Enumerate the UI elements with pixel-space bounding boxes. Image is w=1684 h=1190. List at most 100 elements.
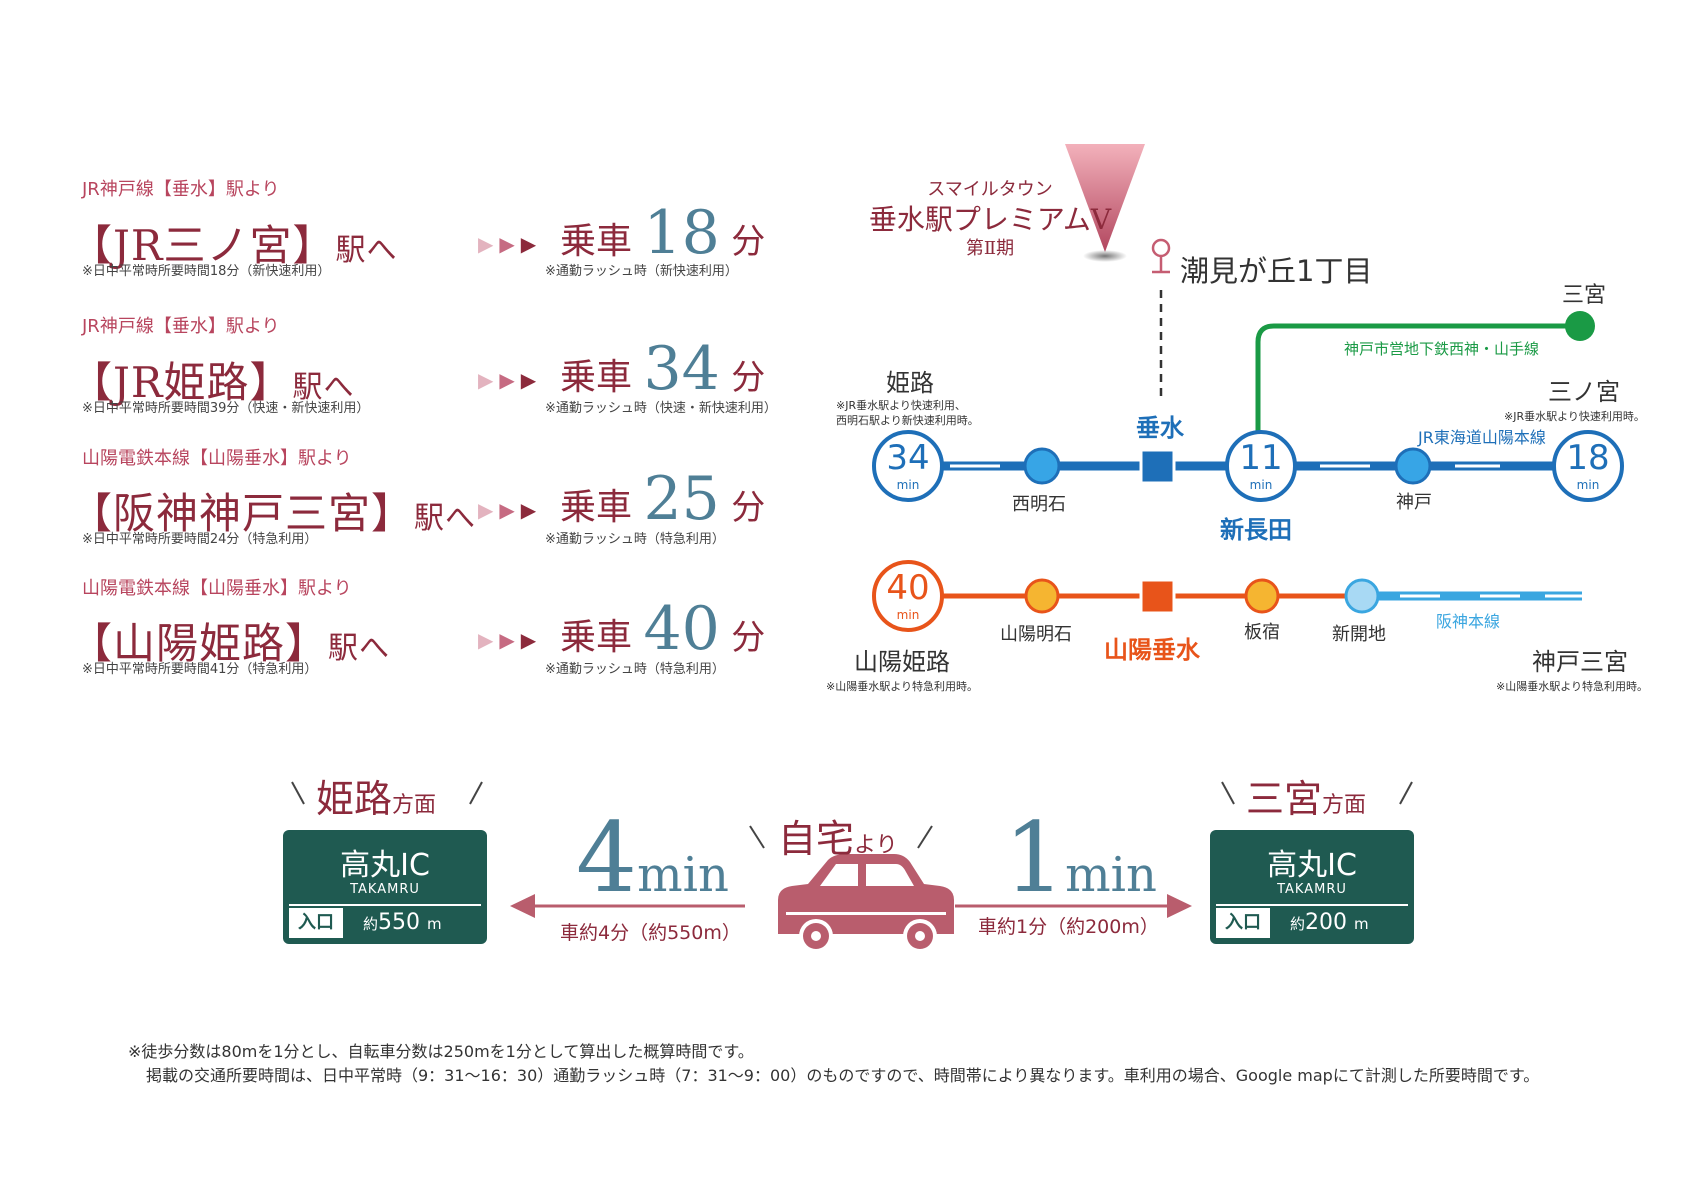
- direction-sannomiya: 三宮方面: [1246, 768, 1366, 823]
- dest-suffix: 駅へ: [335, 233, 398, 268]
- entrance-label: 入口: [1216, 908, 1270, 938]
- direction-name: 三宮: [1246, 777, 1323, 821]
- station-kobesannomiya-label: 神戸三宮: [1532, 648, 1628, 676]
- rush-note: ※通勤ラッシュ時（新快速利用）: [545, 264, 738, 279]
- property-pin-icon: [1065, 144, 1145, 262]
- direction-suffix: 方面: [1322, 793, 1367, 818]
- route-destination: 【JR姫路】駅へ: [70, 349, 354, 410]
- arrow-icon: ▶▶▶: [478, 498, 543, 522]
- badge-shinnagata: [1225, 430, 1297, 502]
- bus-stop-label: 潮見が丘1丁目: [1180, 254, 1373, 288]
- distance-value: 550: [378, 910, 421, 935]
- property-name-line1: スマイルタウン: [927, 179, 1053, 200]
- day-note: ※日中平常時所要時間18分（新快速利用）: [82, 264, 331, 279]
- ride-minutes: 34: [643, 334, 720, 404]
- station-kobe-dot: [1394, 447, 1432, 485]
- distance-prefix: 約: [363, 915, 379, 933]
- station-tarumi-label: 垂水: [1136, 414, 1184, 442]
- route-origin: JR神戸線【垂水】駅より: [82, 316, 280, 337]
- distance-unit: m: [1354, 915, 1369, 933]
- ride-label: 乗車: [560, 617, 633, 658]
- rush-note: ※通勤ラッシュ時（快速・新快速利用）: [545, 401, 777, 416]
- badge-sannomiya-minutes: 18: [1566, 438, 1610, 478]
- ride-label: 乗車: [560, 487, 633, 528]
- station-sannomiya-jr-note: ※JR垂水駅より快速利用時。: [1504, 410, 1645, 423]
- station-sanyoakashi-label: 山陽明石: [1000, 624, 1072, 645]
- station-sanyotarumi-marker: [1139, 578, 1176, 615]
- rush-note: ※通勤ラッシュ時（特急利用）: [545, 532, 725, 547]
- footnote-line2: 掲載の交通所要時間は、日中平常時（9：31〜16：30）通勤ラッシュ時（7：31…: [146, 1066, 1540, 1085]
- station-itayado-dot: [1244, 578, 1280, 614]
- subway-line-label: 神戸市営地下鉄西神・山手線: [1344, 340, 1540, 358]
- route-destination: 【山陽姫路】駅へ: [70, 610, 390, 671]
- divider-slashes: [291, 781, 1413, 849]
- ride-label: 乗車: [560, 221, 633, 262]
- bus-stop-icon: [1151, 238, 1171, 274]
- sign-divider: [289, 904, 481, 906]
- dest-name: 【山陽姫路】: [70, 619, 329, 668]
- station-himeji-note: ※JR垂水駅より快速利用、: [836, 399, 966, 412]
- station-sanyohimeji-note: ※山陽垂水駅より特急利用時。: [826, 680, 978, 693]
- badge-shinnagata-minutes: 11: [1239, 438, 1283, 478]
- route-origin: 山陽電鉄本線【山陽垂水】駅より: [82, 578, 352, 599]
- drive-unit: min: [1065, 847, 1157, 903]
- jr-line-label: JR東海道山陽本線: [1418, 428, 1546, 447]
- interchange-sign-left: 高丸IC TAKAMRU 入口 約550 m: [283, 830, 487, 944]
- dest-name: 【JR姫路】: [70, 358, 293, 407]
- station-himeji-note: 西明石駅より新快速利用時。: [836, 414, 979, 427]
- property-name-line3: 第Ⅱ期: [965, 238, 1015, 259]
- subway-line: [1255, 323, 1580, 466]
- ic-distance: 約550 m: [363, 908, 442, 938]
- station-tarumi-marker: [1139, 448, 1176, 485]
- badge-sanyohimeji-minutes: 40: [886, 568, 930, 608]
- direction-himeji: 姫路方面: [316, 768, 436, 823]
- dest-suffix: 駅へ: [328, 631, 391, 666]
- station-sannomiya-label: 三宮: [1562, 283, 1607, 308]
- direction-suffix: 方面: [392, 793, 437, 818]
- badge-sanyohimeji: [872, 560, 944, 632]
- day-note: ※日中平常時所要時間24分（特急利用）: [82, 532, 318, 547]
- distance-value: 200: [1305, 910, 1348, 935]
- badge-himeji-unit: min: [896, 478, 920, 492]
- ride-minutes: 18: [643, 198, 720, 268]
- ic-romaji: TAKAMRU: [350, 882, 420, 897]
- drive-caption-right: 車約1分（約200m）: [978, 916, 1159, 938]
- ride-unit: 分: [731, 488, 766, 528]
- route-destination: 【阪神神戸三宮】駅へ: [70, 480, 476, 541]
- badge-himeji-minutes: 34: [886, 438, 930, 478]
- dest-name: 【阪神神戸三宮】: [70, 489, 415, 538]
- ic-distance: 約200 m: [1290, 908, 1369, 938]
- ride-time: 乗車 25 分: [560, 464, 765, 534]
- dest-name: 【JR三ノ宮】: [70, 221, 336, 270]
- distance-unit: m: [427, 915, 442, 933]
- property-name-line2: 垂水駅プレミアムV: [868, 203, 1112, 236]
- station-sanyotarumi-label: 山陽垂水: [1104, 636, 1200, 664]
- badge-sannomiya-unit: min: [1576, 478, 1600, 492]
- rush-note: ※通勤ラッシュ時（特急利用）: [545, 662, 725, 677]
- drive-minutes: 4: [576, 802, 638, 914]
- badge-sanyohimeji-unit: min: [896, 608, 920, 622]
- ride-minutes: 40: [643, 594, 720, 664]
- home-suffix: より: [854, 833, 898, 858]
- route-origin: JR神戸線【垂水】駅より: [82, 179, 280, 200]
- station-kobe-label: 神戸: [1396, 492, 1432, 513]
- sign-divider: [1216, 904, 1408, 906]
- station-nishiakashi-label: 西明石: [1012, 494, 1066, 515]
- direction-name: 姫路: [316, 777, 393, 821]
- station-shinkaichi-label: 新開地: [1332, 624, 1386, 645]
- drive-time-left: 4min: [576, 810, 729, 906]
- drive-caption-left: 車約4分（約550m）: [560, 922, 741, 944]
- arrow-right-icon: [955, 894, 1192, 918]
- drive-time-right: 1min: [1004, 810, 1157, 906]
- route-origin: 山陽電鉄本線【山陽垂水】駅より: [82, 448, 352, 469]
- station-nishiakashi-dot: [1023, 447, 1061, 485]
- home-label: 自宅より: [778, 808, 898, 863]
- ride-minutes: 25: [643, 464, 720, 534]
- ride-unit: 分: [731, 618, 766, 658]
- station-sannomiya-jr-label: 三ノ宮: [1548, 378, 1620, 406]
- entrance-label: 入口: [289, 908, 343, 938]
- arrow-left-icon: [510, 894, 745, 918]
- ic-romaji: TAKAMRU: [1277, 882, 1347, 897]
- station-shinkaichi-dot: [1344, 578, 1380, 614]
